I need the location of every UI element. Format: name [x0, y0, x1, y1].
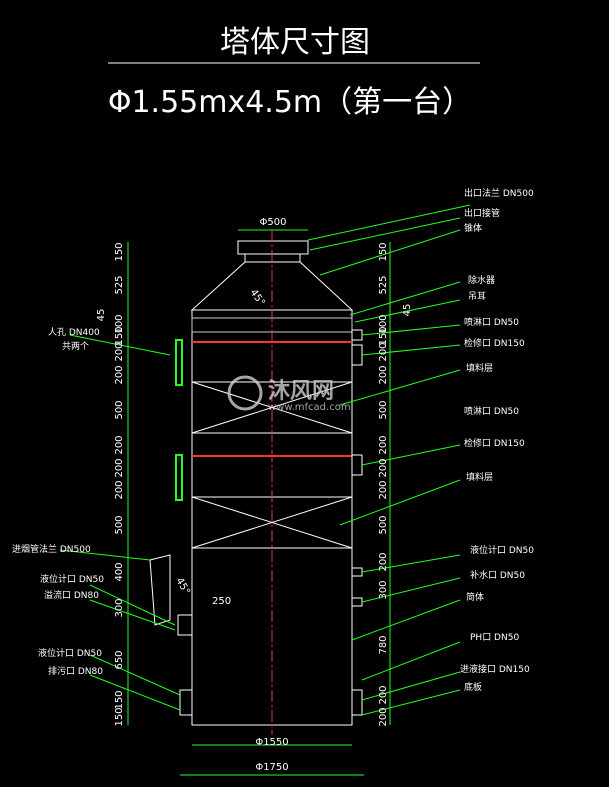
dim-r11: 500 — [378, 515, 389, 534]
packing1-x2 — [191, 381, 353, 434]
dim-r6: 200 — [378, 365, 389, 384]
dimension-lines — [59, 204, 471, 776]
dim-l11: 500 — [114, 515, 125, 534]
label-r16: 底板 — [464, 681, 482, 693]
inlet-offset: 250 — [212, 596, 231, 607]
right-labels: 出口法兰 DN500 出口接管 锥体 除水器 吊耳 喷淋口 DN50 检修口 D… — [460, 187, 534, 693]
inlet-pipe — [149, 554, 171, 626]
label-r3: 除水器 — [468, 274, 495, 286]
drawing-subtitle: Φ1.55mx4.5m（第一台） — [108, 85, 472, 120]
dim-r9: 200 — [378, 458, 389, 477]
dim-r14: 780 — [378, 635, 389, 654]
dim-l5: 200 — [114, 342, 125, 361]
dim-l7: 500 — [114, 400, 125, 419]
dim-l6: 200 — [114, 365, 125, 384]
label-r0: 出口法兰 DN500 — [464, 187, 534, 199]
label-l3: 液位计口 DN50 — [40, 573, 104, 585]
dim-l10: 200 — [114, 480, 125, 499]
label-r15: 进液接口 DN150 — [460, 663, 530, 675]
dim-l14: 650 — [114, 650, 125, 669]
dim-r13: 300 — [378, 580, 389, 599]
packing2-x2 — [191, 496, 353, 549]
watermark-url: www.mfcad.com — [268, 402, 351, 413]
manhole-lower — [175, 454, 183, 501]
label-r8: 喷淋口 DN50 — [464, 405, 519, 417]
outlet-flange — [237, 240, 309, 255]
nozzle-r1 — [351, 329, 363, 341]
dim-l2: 45 — [96, 309, 107, 322]
dim-r16: 200 — [378, 707, 389, 726]
outlet-diameter: Φ500 — [260, 217, 287, 228]
dim-l16: 150 — [114, 707, 125, 726]
nozzle-l1 — [179, 689, 193, 716]
label-r2: 锥体 — [464, 222, 482, 234]
watermark-brand: 沐风网 — [268, 379, 334, 404]
nozzle-r6 — [351, 689, 363, 716]
label-l2: 进烟管法兰 DN500 — [12, 543, 91, 555]
dim-r15: 200 — [378, 685, 389, 704]
right-dim-column: 150 525 45 100 150 200 200 500 200 200 2… — [378, 242, 413, 726]
label-r10: 填料层 — [466, 471, 493, 483]
label-r5: 喷淋口 DN50 — [464, 316, 519, 328]
label-r11: 液位计口 DN50 — [470, 544, 534, 556]
nozzle-l2 — [177, 614, 193, 636]
dim-r0: 150 — [378, 242, 389, 261]
label-r9: 检修口 DN150 — [464, 437, 525, 449]
dim-r5: 200 — [378, 342, 389, 361]
dim-l13: 300 — [114, 598, 125, 617]
label-r13: 简体 — [466, 591, 484, 603]
label-r6: 检修口 DN150 — [464, 337, 525, 349]
dim-r10: 200 — [378, 480, 389, 499]
inner-diameter: Φ1550 — [255, 737, 288, 748]
label-r14: PH口 DN50 — [470, 633, 519, 643]
label-r7: 填料层 — [466, 362, 493, 374]
label-r4: 吊耳 — [468, 291, 486, 302]
dim-l1: 525 — [114, 275, 125, 294]
label-l4: 溢流口 DN80 — [44, 589, 99, 601]
dim-l15: 150 — [114, 690, 125, 709]
watermark: 沐风网 www.mfcad.com — [227, 375, 351, 413]
dim-r1: 525 — [378, 275, 389, 294]
left-labels: 人孔 DN400 共两个 进烟管法兰 DN500 液位计口 DN50 溢流口 D… — [12, 327, 104, 677]
dim-r7: 500 — [378, 400, 389, 419]
drawing-title: 塔体尺寸图 — [220, 25, 370, 60]
dim-l4: 150 — [114, 326, 125, 345]
nozzle-r4 — [351, 567, 363, 577]
dim-r12: 200 — [378, 552, 389, 571]
label-l1: 共两个 — [62, 341, 89, 352]
dim-l3: 100 — [114, 314, 125, 333]
dim-l9: 200 — [114, 458, 125, 477]
left-dim-column: 150 525 45 100 150 200 200 500 200 200 2… — [96, 242, 125, 726]
label-l0: 人孔 DN400 — [48, 327, 100, 338]
watermark-logo — [227, 375, 263, 411]
outer-diameter: Φ1750 — [255, 762, 288, 773]
dim-r8: 200 — [378, 435, 389, 454]
dim-r3: 100 — [378, 314, 389, 333]
cone-angle: 45° — [248, 287, 267, 308]
dim-r2: 45 — [402, 304, 413, 317]
nozzle-r5 — [351, 597, 363, 607]
tower-body — [177, 240, 363, 726]
manhole-upper — [175, 339, 183, 386]
nozzle-r2 — [351, 344, 363, 366]
dim-l8: 200 — [114, 435, 125, 454]
nozzle-r3 — [351, 454, 363, 476]
dim-l12: 400 — [114, 562, 125, 581]
dim-l0: 150 — [114, 242, 125, 261]
label-r12: 补水口 DN50 — [470, 569, 525, 581]
label-l6: 排污口 DN80 — [48, 665, 103, 677]
dim-r4: 150 — [378, 326, 389, 345]
inlet-angle: 45° — [173, 576, 191, 597]
label-r1: 出口接管 — [464, 207, 500, 219]
label-l5: 液位计口 DN50 — [38, 647, 102, 659]
